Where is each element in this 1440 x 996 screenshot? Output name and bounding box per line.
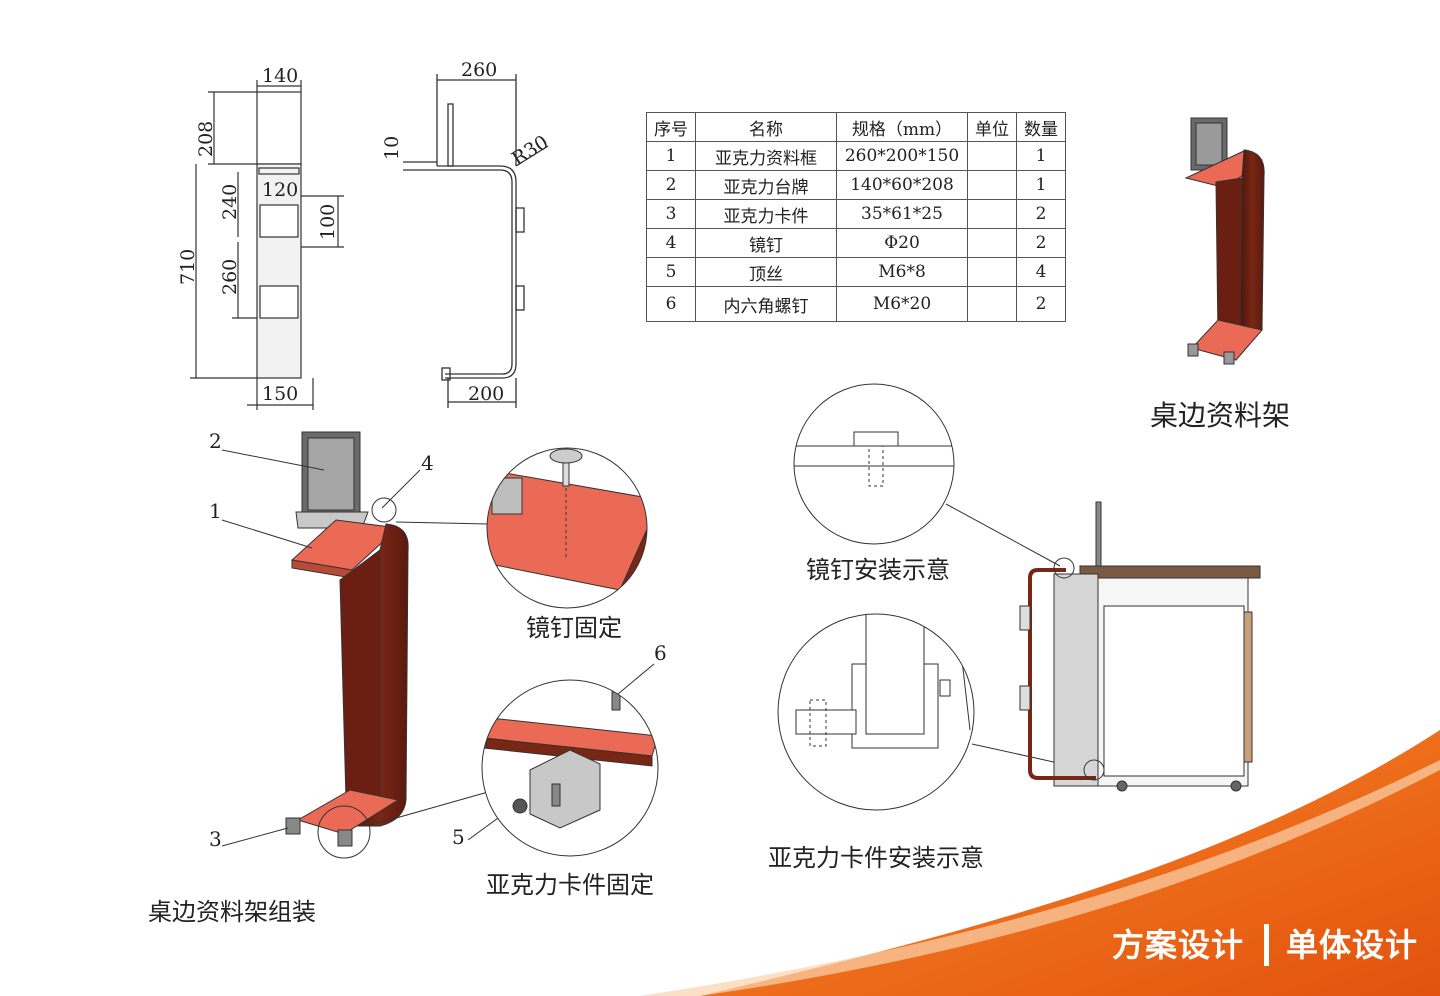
front-view xyxy=(190,80,344,410)
mirror-nail-install-caption: 镜钉安装示意 xyxy=(806,556,950,584)
bom-cell xyxy=(967,228,1017,258)
product-name-caption: 桌边资料架 xyxy=(1150,399,1290,432)
detail-mirror-nail-install xyxy=(793,383,1061,567)
dim-side-bottom-width: 200 xyxy=(468,383,504,405)
cabinet-install-view xyxy=(1019,501,1261,792)
table-row: 2 亚克力台牌 140*60*208 1 xyxy=(646,170,1066,200)
dim-side-thickness: 10 xyxy=(381,136,403,160)
table-row: 3 亚克力卡件 35*61*25 2 xyxy=(646,199,1066,229)
bom-cell xyxy=(967,199,1017,229)
bom-cell: 4 xyxy=(1016,257,1066,287)
detail-acrylic-clip xyxy=(481,679,659,857)
assembly-view xyxy=(285,431,409,859)
bom-header-index: 序号 xyxy=(646,112,696,142)
callout-2: 2 xyxy=(209,429,222,453)
bom-cell: 1 xyxy=(1016,170,1066,200)
callout-6: 6 xyxy=(654,641,667,665)
bom-header-name: 名称 xyxy=(695,112,837,142)
bom-cell: 镜钉 xyxy=(695,228,837,258)
bom-cell: 1 xyxy=(1016,141,1066,171)
bom-cell: 4 xyxy=(646,228,696,258)
bom-cell xyxy=(967,286,1017,322)
acrylic-clip-fix-caption: 亚克力卡件固定 xyxy=(486,871,654,899)
bom-header-unit: 单位 xyxy=(967,112,1017,142)
bom-cell: 140*60*208 xyxy=(836,170,968,200)
bom-cell: 2 xyxy=(646,170,696,200)
product-render xyxy=(1184,117,1265,365)
callout-4: 4 xyxy=(421,451,434,475)
bom-cell: 1 xyxy=(646,141,696,171)
callout-1: 1 xyxy=(209,499,222,523)
bom-cell: 2 xyxy=(1016,286,1066,322)
mirror-nail-fix-caption: 镜钉固定 xyxy=(526,614,622,642)
bom-cell: 顶丝 xyxy=(695,257,837,287)
table-row: 4 镜钉 Φ20 2 xyxy=(646,228,1066,258)
dim-front-top-height: 208 xyxy=(195,121,217,157)
table-row: 5 顶丝 M6*8 4 xyxy=(646,257,1066,287)
dim-front-base-width: 150 xyxy=(262,383,298,405)
side-view xyxy=(403,74,549,408)
assembly-caption: 桌边资料架组装 xyxy=(148,898,316,926)
bom-cell: 35*61*25 xyxy=(836,199,968,229)
bom-cell xyxy=(967,257,1017,287)
dim-side-radius: R30 xyxy=(508,131,552,170)
detail-mirror-nail xyxy=(486,447,648,609)
dim-side-top-width: 260 xyxy=(461,59,497,81)
bom-header-spec: 规格（mm） xyxy=(836,112,968,142)
callout-3: 3 xyxy=(209,827,222,851)
bom-cell: M6*20 xyxy=(836,286,968,322)
orange-swoosh xyxy=(640,730,1440,996)
bom-cell: 260*200*150 xyxy=(836,141,968,171)
bom-cell: 亚克力卡件 xyxy=(695,199,837,229)
footer-separator xyxy=(1264,924,1269,966)
bom-cell xyxy=(967,141,1017,171)
bom-cell: 内六角螺钉 xyxy=(695,286,837,322)
bom-header-row: 序号 名称 规格（mm） 单位 数量 xyxy=(646,112,1066,142)
dim-front-total-height: 710 xyxy=(177,249,199,285)
bom-cell: 3 xyxy=(646,199,696,229)
bom-table: 序号 名称 规格（mm） 单位 数量 1 亚克力资料框 260*200*150 … xyxy=(646,112,1066,322)
bom-header-qty: 数量 xyxy=(1016,112,1066,142)
bom-cell: 亚克力台牌 xyxy=(695,170,837,200)
bom-cell: 2 xyxy=(1016,199,1066,229)
bom-cell: 6 xyxy=(646,286,696,322)
bom-cell xyxy=(967,170,1017,200)
bom-cell: Φ20 xyxy=(836,228,968,258)
callout-5: 5 xyxy=(452,825,465,849)
dim-front-window2-height: 260 xyxy=(219,259,241,295)
dim-front-window-height: 240 xyxy=(219,184,241,220)
dim-front-small-height: 100 xyxy=(317,204,339,240)
bom-cell: 5 xyxy=(646,257,696,287)
footer-unit-design: 单体设计 xyxy=(1286,926,1419,964)
bom-cell: 亚克力资料框 xyxy=(695,141,837,171)
dim-front-window-width: 120 xyxy=(262,179,298,201)
footer-scheme-design: 方案设计 xyxy=(1112,926,1245,964)
dim-front-top-width: 140 xyxy=(262,65,298,87)
table-row: 6 内六角螺钉 M6*20 2 xyxy=(646,286,1066,322)
bom-cell: 2 xyxy=(1016,228,1066,258)
acrylic-clip-install-caption: 亚克力卡件安装示意 xyxy=(768,844,984,872)
table-row: 1 亚克力资料框 260*200*150 1 xyxy=(646,141,1066,171)
bom-cell: M6*8 xyxy=(836,257,968,287)
detail-acrylic-clip-install xyxy=(777,613,1091,811)
